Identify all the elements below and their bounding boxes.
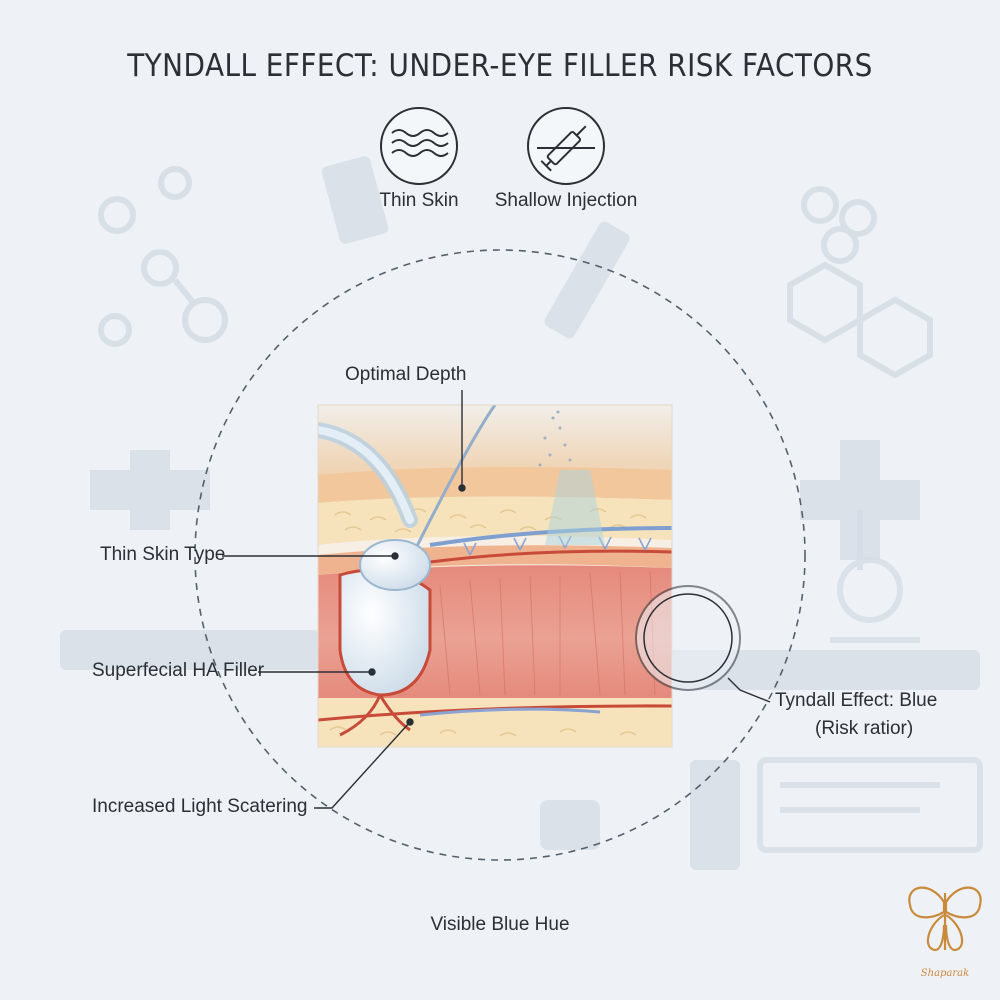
microscope-icon	[837, 557, 903, 623]
medical-cross-icon	[90, 450, 210, 530]
tyndall-leader	[727, 677, 771, 703]
dashed-focus-circle	[194, 249, 806, 861]
shallow-injection-label: Shallow Injection	[494, 190, 638, 211]
tyndall-effect-label: Tyndall Effect: Blue	[775, 690, 938, 711]
butterfly-logo-icon	[908, 886, 982, 952]
page-title: TYNDALL EFFECT: UNDER-EYE FILLER RISK FA…	[127, 48, 873, 84]
blood-vessel	[429, 549, 672, 564]
molecule-bubble-icon	[158, 166, 192, 200]
blue-haze	[545, 470, 605, 545]
scattering-leader	[314, 721, 411, 809]
optimal-depth-label: Optimal Depth	[345, 364, 467, 385]
light-scattering-label: Increased Light Scatering	[92, 796, 308, 817]
thin-skin-type-label: Thin Skin Type	[100, 544, 226, 565]
filler-droplet	[359, 539, 431, 591]
footer-caption: Visible Blue Hue	[430, 914, 570, 935]
risk-ratio-label: (Risk ratior)	[815, 718, 914, 739]
thin-skin-label: Thin Skin	[379, 190, 459, 211]
superficial-filler-label: Superfecial HA Filler	[92, 660, 265, 681]
brand-name: Shaparak	[920, 968, 970, 979]
magnifier-lens	[635, 585, 741, 691]
